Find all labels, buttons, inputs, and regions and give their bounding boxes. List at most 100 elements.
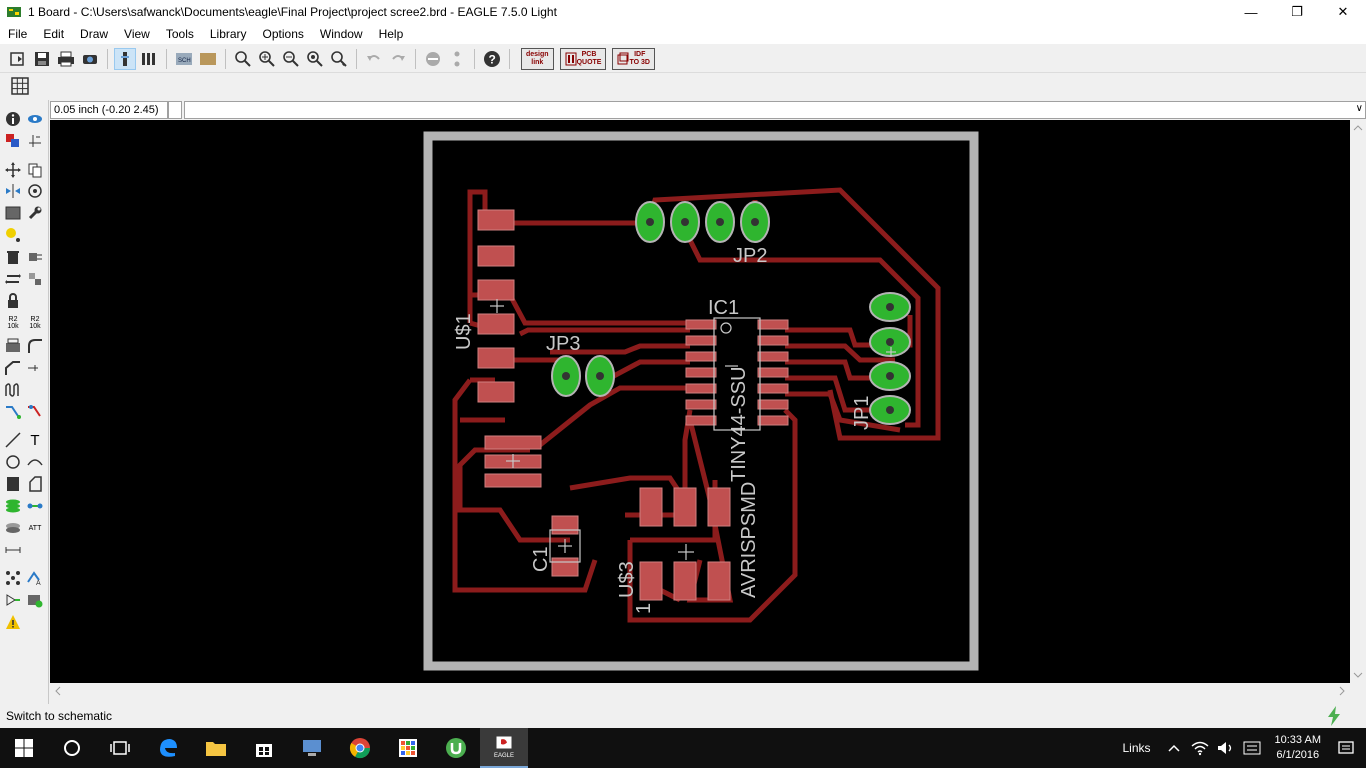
minimize-button[interactable]: — — [1244, 4, 1258, 20]
info-tool[interactable] — [3, 109, 23, 129]
chevron-up-icon[interactable] — [1164, 740, 1184, 756]
vertical-scrollbar[interactable] — [1350, 120, 1366, 683]
mirror-tool[interactable] — [3, 181, 23, 201]
start-button[interactable] — [0, 728, 48, 768]
horizontal-scrollbar[interactable] — [50, 683, 1350, 699]
scroll-up-icon[interactable] — [1350, 120, 1366, 136]
go-button[interactable] — [446, 48, 468, 70]
pinswap-tool[interactable] — [3, 269, 23, 289]
stop-button[interactable] — [422, 48, 444, 70]
search-button[interactable] — [48, 728, 96, 768]
wire-tool[interactable] — [3, 430, 23, 450]
autorouter-tool[interactable]: A — [25, 568, 45, 588]
open-button[interactable] — [7, 48, 29, 70]
pcb-layout[interactable]: JP2 IC1 U$1 JP3 TINY44-SSU JP1 C1 U$3 1 … — [50, 120, 1350, 683]
zoom-fit-button[interactable] — [232, 48, 254, 70]
delete-tool[interactable] — [3, 247, 23, 267]
menu-tools[interactable]: Tools — [165, 27, 194, 41]
utorrent-button[interactable] — [432, 728, 480, 768]
schematic-switch-button[interactable] — [114, 47, 136, 70]
add-tool[interactable] — [25, 247, 45, 267]
close-button[interactable]: ✕ — [1337, 4, 1349, 19]
dimension-tool[interactable] — [3, 540, 23, 560]
attribute-tool[interactable]: ATT — [25, 518, 45, 538]
action-center-icon[interactable] — [1336, 740, 1356, 756]
route-tool[interactable] — [3, 402, 23, 422]
zoom-out-button[interactable] — [280, 48, 302, 70]
help-button[interactable]: ? — [481, 48, 503, 70]
smash-tool[interactable] — [3, 336, 23, 356]
grid-button[interactable] — [9, 75, 31, 97]
miter-tool[interactable] — [25, 336, 45, 356]
command-line-input[interactable]: ∨ — [184, 101, 1366, 119]
cam-button[interactable] — [79, 48, 101, 70]
language-icon[interactable] — [1242, 740, 1262, 756]
menu-view[interactable]: View — [124, 27, 150, 41]
volume-icon[interactable] — [1216, 740, 1236, 756]
redo-button[interactable] — [387, 48, 409, 70]
maximize-button[interactable]: ❐ — [1291, 4, 1303, 19]
store-button[interactable] — [240, 728, 288, 768]
eagle-taskbar-button[interactable]: EAGLE — [480, 728, 528, 768]
scroll-right-icon[interactable] — [1334, 683, 1350, 699]
hole-tool[interactable] — [3, 518, 23, 538]
move-tool[interactable] — [3, 160, 23, 180]
optimize-tool[interactable] — [25, 358, 45, 378]
wifi-icon[interactable] — [1190, 740, 1210, 756]
via-tool[interactable] — [3, 496, 23, 516]
ripup-tool[interactable] — [25, 402, 45, 422]
menu-help[interactable]: Help — [378, 27, 404, 41]
app-grid-button[interactable] — [384, 728, 432, 768]
save-button[interactable] — [31, 48, 53, 70]
menu-library[interactable]: Library — [209, 27, 247, 41]
undo-button[interactable] — [363, 48, 385, 70]
chevron-down-icon[interactable]: ∨ — [1355, 103, 1363, 114]
signal-tool[interactable] — [25, 496, 45, 516]
scroll-left-icon[interactable] — [50, 683, 66, 699]
replace-tool[interactable] — [25, 269, 45, 289]
file-explorer-button[interactable] — [192, 728, 240, 768]
circle-tool[interactable] — [3, 452, 23, 472]
taskbar-clock[interactable]: 10:33 AM 6/1/2016 — [1275, 733, 1321, 763]
rect-tool[interactable] — [3, 474, 23, 494]
remote-desktop-button[interactable] — [288, 728, 336, 768]
menu-options[interactable]: Options — [262, 27, 304, 41]
arc-tool[interactable] — [25, 452, 45, 472]
print-button[interactable] — [55, 48, 77, 70]
board-canvas[interactable]: JP2 IC1 U$1 JP3 TINY44-SSU JP1 C1 U$3 1 … — [50, 120, 1350, 683]
coordinate-toggle-button[interactable] — [168, 101, 182, 119]
menu-edit[interactable]: Edit — [43, 27, 65, 41]
erc-tool[interactable] — [3, 590, 23, 610]
lock-tool[interactable] — [3, 291, 23, 311]
layers-button[interactable] — [138, 48, 160, 70]
display-tool[interactable] — [3, 131, 23, 151]
split-tool[interactable] — [3, 358, 23, 378]
ratsnest-tool[interactable] — [3, 568, 23, 588]
chrome-button[interactable] — [336, 728, 384, 768]
zoom-redraw-button[interactable] — [304, 48, 326, 70]
run-ulp-button[interactable] — [197, 48, 219, 70]
mark-tool[interactable] — [25, 131, 45, 151]
zoom-area-button[interactable] — [328, 48, 350, 70]
show-tool[interactable] — [25, 109, 45, 129]
links-toolbar[interactable]: Links — [1122, 741, 1151, 755]
rotate-tool[interactable] — [25, 181, 45, 201]
polygon-tool[interactable] — [25, 474, 45, 494]
menu-window[interactable]: Window — [319, 27, 363, 41]
edge-button[interactable] — [144, 728, 192, 768]
errors-tool[interactable] — [3, 612, 23, 632]
group-tool[interactable] — [3, 203, 23, 223]
sch-script-button[interactable]: SCH — [173, 48, 195, 70]
lightning-icon[interactable] — [1326, 706, 1342, 726]
zoom-in-button[interactable] — [256, 48, 278, 70]
menu-draw[interactable]: Draw — [80, 27, 109, 41]
task-view-button[interactable] — [96, 728, 144, 768]
paste-tool[interactable] — [3, 225, 23, 245]
menu-file[interactable]: File — [8, 27, 28, 41]
scroll-down-icon[interactable] — [1350, 667, 1366, 683]
